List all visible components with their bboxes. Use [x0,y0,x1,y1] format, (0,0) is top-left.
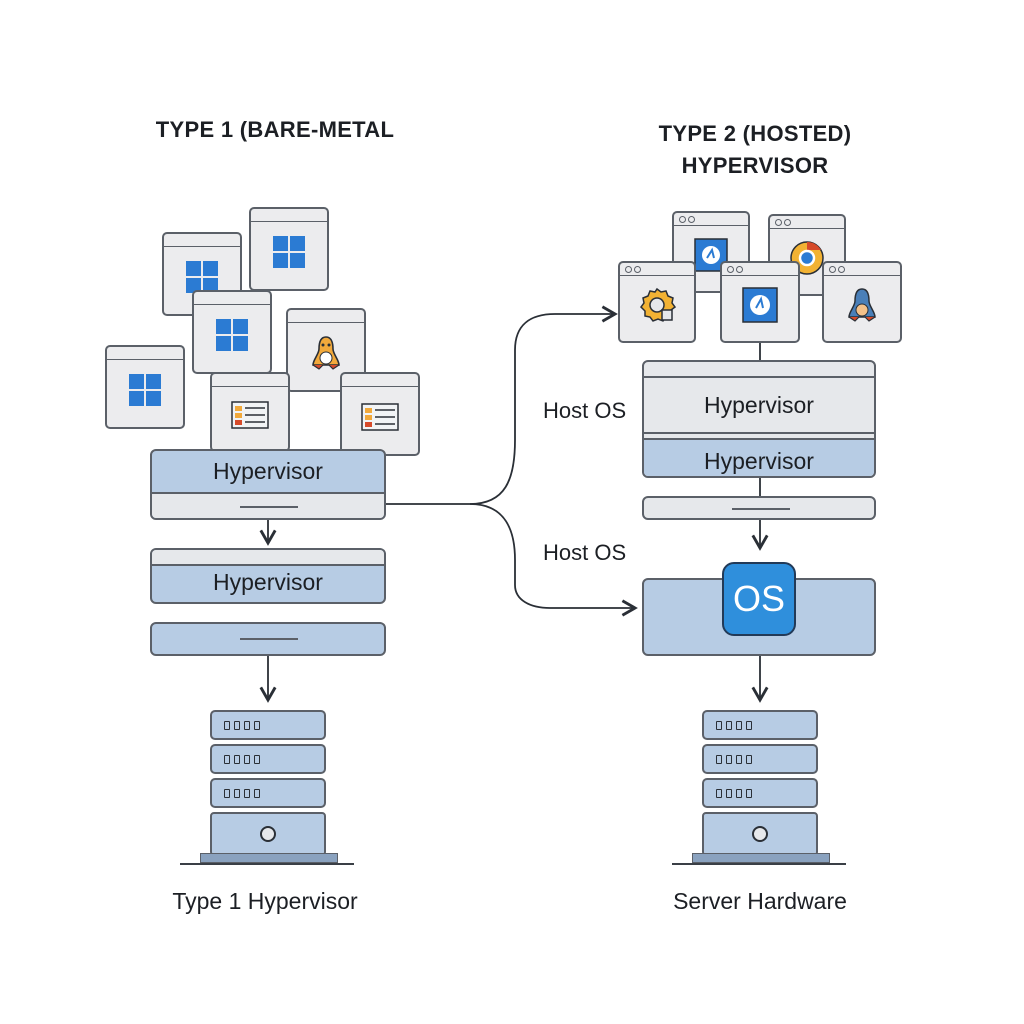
linux-tux-icon [312,336,340,370]
vm-window-app-1 [210,372,290,452]
host-os-label-bottom: Host OS [543,540,627,565]
left-hardware-bar [150,622,386,656]
app-logo-icon [742,287,778,323]
app-window-icon [231,401,269,429]
app-window-icon [361,403,399,431]
type2-title-line2: HYPERVISOR [681,153,829,178]
left-hypervisor-layer-mid: Hypervisor [150,548,386,604]
linux-tux-icon [848,288,876,322]
right-hypervisor-label-lower: Hypervisor [704,448,814,474]
os-badge: OS [722,562,796,636]
left-caption: Type 1 Hypervisor [172,888,358,914]
type1-title: TYPE 1 (BARE-METAL [155,117,395,142]
windows-icon [129,374,161,407]
right-caption: Server Hardware [673,888,847,914]
right-hypervisor-stack: Hypervisor Hypervisor [642,360,876,478]
vm-window-windows-4 [105,345,185,429]
vm-window-app-logo-2 [720,261,800,343]
arrow-to-vms [386,305,618,505]
windows-icon [186,261,218,294]
left-server-hardware-icon [180,710,354,866]
left-hypervisor-label-mid: Hypervisor [213,569,323,595]
left-hypervisor-label-top: Hypervisor [213,458,323,484]
windows-icon [273,236,305,269]
right-server-hardware-icon [672,710,846,866]
vm-window-gear [618,261,696,343]
type2-title: TYPE 2 (HOSTED) HYPERVISOR [600,118,910,182]
arrow-to-os [469,503,638,617]
host-os-label-top: Host OS [543,398,627,423]
right-hypervisor-label-upper: Hypervisor [704,392,814,418]
windows-icon [216,319,248,352]
vm-window-linux-right [822,261,902,343]
type2-title-line1: TYPE 2 (HOSTED) [658,121,852,146]
left-hypervisor-layer-top: Hypervisor [150,449,386,520]
vm-window-windows-2 [249,207,329,291]
right-thin-bar [642,496,876,520]
vm-window-app-2 [340,372,420,456]
vm-window-windows-3 [192,290,272,374]
gear-icon [640,288,676,323]
